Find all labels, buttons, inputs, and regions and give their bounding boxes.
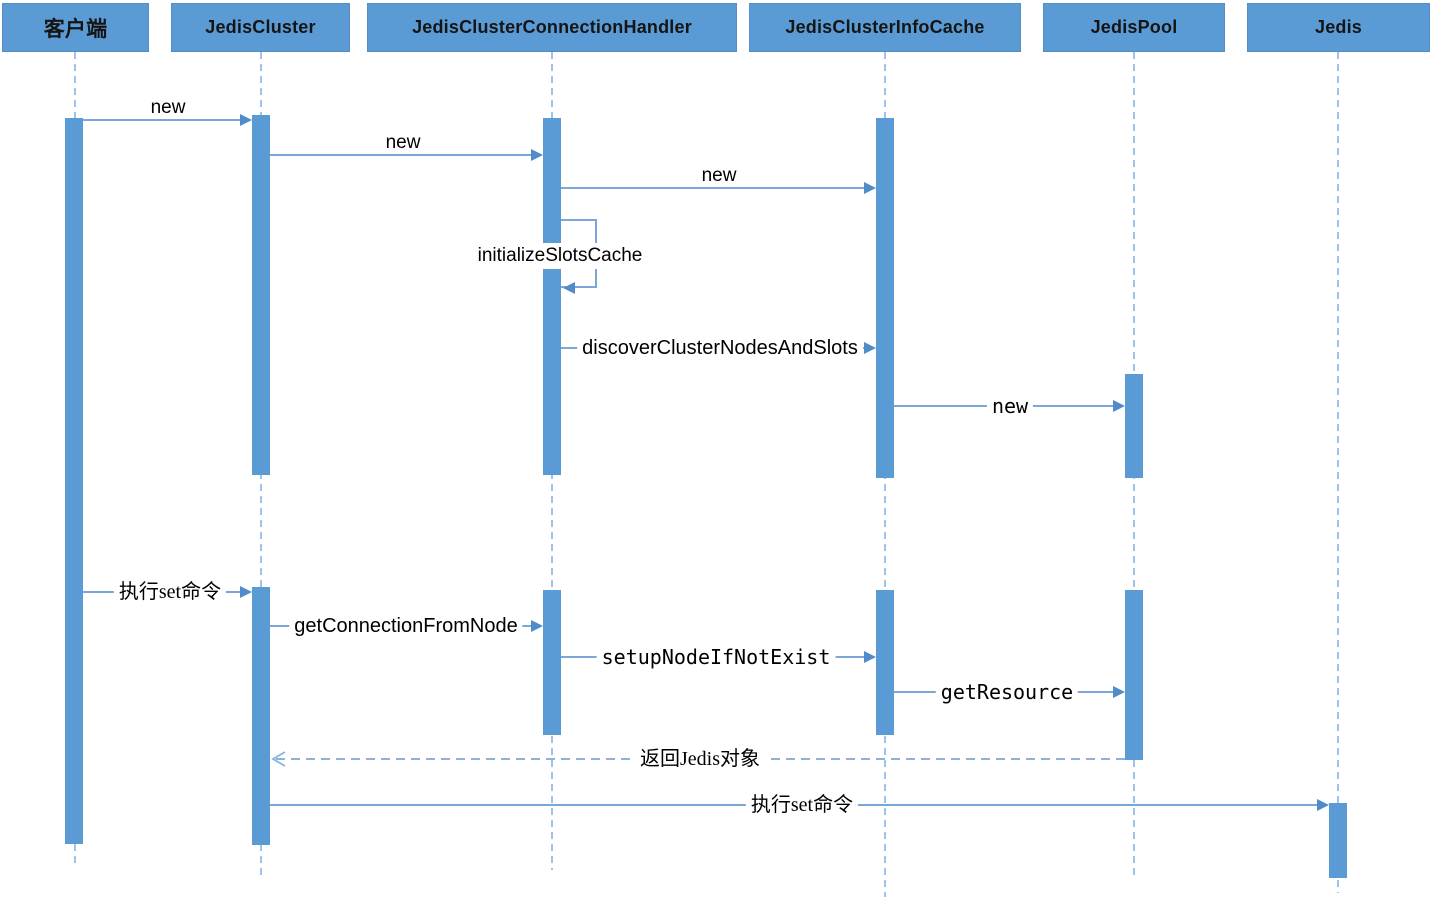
activation-bar-jedis-pool-2 bbox=[1125, 590, 1143, 760]
lifeline-header-info-cache: JedisClusterInfoCache bbox=[749, 3, 1021, 52]
message-label: new bbox=[701, 165, 737, 186]
arrow-right-icon bbox=[864, 342, 876, 354]
arrow-right-icon bbox=[864, 182, 876, 194]
arrow-right-icon bbox=[1317, 799, 1329, 811]
lifeline-label: 客户端 bbox=[43, 16, 108, 41]
lifeline-jedis bbox=[1337, 52, 1339, 893]
message-label: initializeSlotsCache bbox=[472, 243, 648, 269]
message-label: new bbox=[986, 393, 1034, 419]
activation-bar-jedis-cluster-2 bbox=[252, 587, 270, 845]
lifeline-header-client: 客户端 bbox=[2, 3, 149, 52]
lifeline-label: JedisPool bbox=[1090, 17, 1178, 37]
message-label: 执行set命令 bbox=[113, 579, 227, 605]
activation-bar-connection-handler-2 bbox=[543, 590, 561, 735]
message-line bbox=[83, 119, 243, 121]
lifeline-header-jedis: Jedis bbox=[1247, 3, 1430, 52]
activation-bar-info-cache-2 bbox=[876, 590, 894, 735]
message-label: getConnectionFromNode bbox=[289, 613, 523, 639]
lifeline-header-connection-handler: JedisClusterConnectionHandler bbox=[367, 3, 737, 52]
lifeline-label: JedisClusterConnectionHandler bbox=[412, 17, 692, 37]
arrow-right-icon bbox=[531, 149, 543, 161]
lifeline-header-jedis-cluster: JedisCluster bbox=[171, 3, 350, 52]
lifeline-label: Jedis bbox=[1314, 17, 1363, 37]
lifeline-header-jedis-pool: JedisPool bbox=[1043, 3, 1225, 52]
arrow-left-icon bbox=[563, 282, 575, 294]
arrow-right-icon bbox=[864, 651, 876, 663]
message-line bbox=[561, 187, 867, 189]
message-line bbox=[270, 154, 534, 156]
open-arrow-left-icon bbox=[271, 751, 286, 767]
activation-bar-client bbox=[65, 118, 83, 844]
activation-bar-info-cache-1 bbox=[876, 118, 894, 478]
activation-bar-jedis-cluster-1 bbox=[252, 115, 270, 475]
lifeline-label: JedisCluster bbox=[205, 17, 316, 37]
message-label: getResource bbox=[935, 679, 1079, 705]
message-label: 返回Jedis对象 bbox=[635, 746, 765, 772]
arrow-right-icon bbox=[240, 586, 252, 598]
lifeline-label: JedisClusterInfoCache bbox=[785, 17, 985, 37]
message-label: new bbox=[150, 97, 186, 118]
arrow-right-icon bbox=[240, 114, 252, 126]
message-label: discoverClusterNodesAndSlots bbox=[577, 335, 863, 361]
message-label: 执行set命令 bbox=[745, 792, 859, 818]
message-label: setupNodeIfNotExist bbox=[596, 644, 836, 670]
activation-bar-connection-handler-1 bbox=[543, 118, 561, 475]
activation-bar-jedis-pool-1 bbox=[1125, 374, 1143, 478]
activation-bar-jedis bbox=[1329, 803, 1347, 878]
arrow-right-icon bbox=[531, 620, 543, 632]
arrow-right-icon bbox=[1113, 400, 1125, 412]
message-label: new bbox=[385, 132, 421, 153]
arrow-right-icon bbox=[1113, 686, 1125, 698]
